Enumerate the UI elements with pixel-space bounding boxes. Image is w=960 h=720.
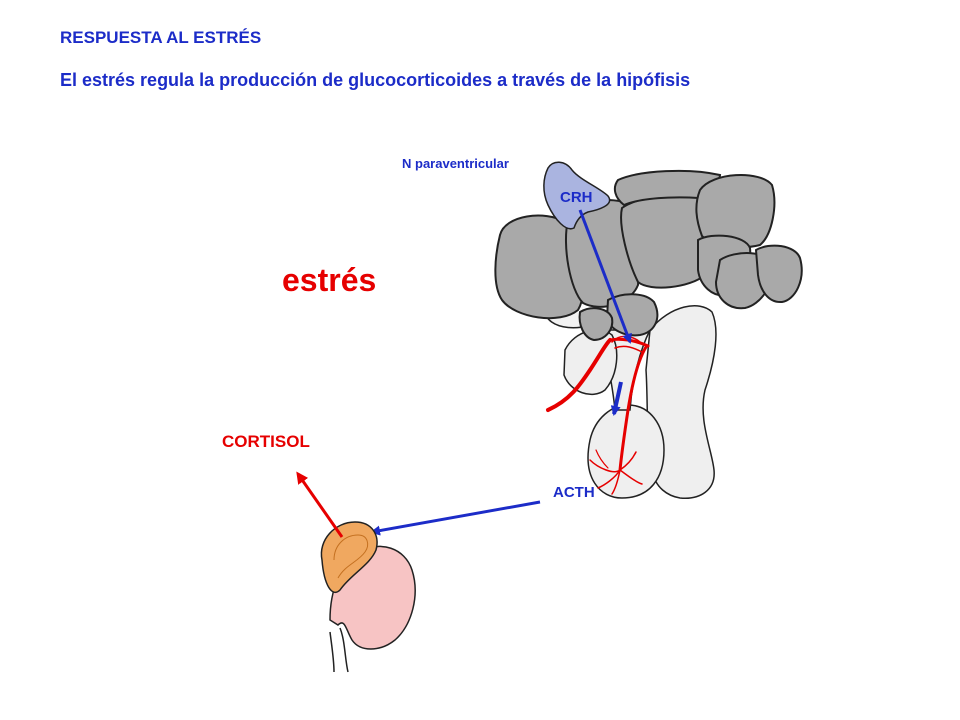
crh-label: CRH bbox=[560, 189, 593, 206]
cortisol-label: CORTISOL bbox=[222, 432, 310, 451]
page-subtitle: El estrés regula la producción de glucoc… bbox=[60, 70, 691, 90]
stress-label: estrés bbox=[282, 262, 377, 298]
crh-arrow bbox=[578, 209, 632, 344]
page-title: RESPUESTA AL ESTRÉS bbox=[60, 28, 262, 47]
paraventricular-label: N paraventricular bbox=[402, 156, 509, 171]
pituitary-gland bbox=[563, 305, 717, 499]
acth-release-arrow bbox=[610, 381, 623, 416]
hypothalamus bbox=[494, 169, 803, 342]
paraventricular-nucleus bbox=[543, 161, 611, 230]
cortisol-arrow bbox=[296, 471, 344, 538]
acth-arrow bbox=[370, 500, 541, 536]
portal-vessels bbox=[546, 335, 650, 495]
acth-label: ACTH bbox=[553, 484, 595, 501]
